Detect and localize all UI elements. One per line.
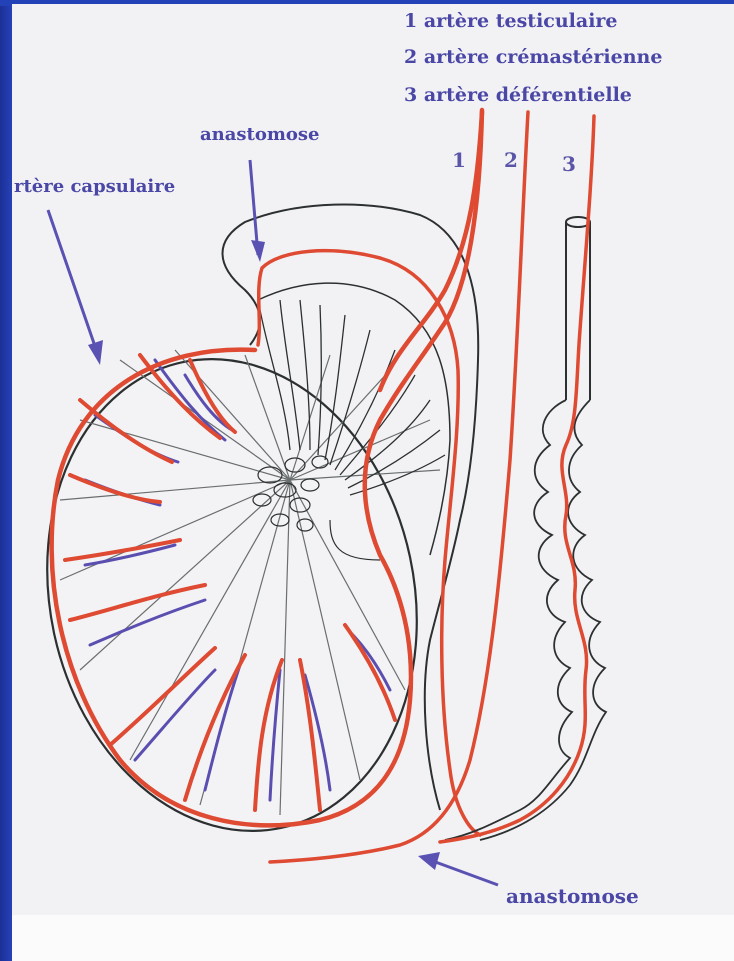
legend-item-3: 3 artère déférentielle [404,84,632,106]
arrowhead-artere-capsulaire [88,340,103,365]
arrow-anastomose-bottom [430,860,498,885]
vessel-number-2: 2 [504,148,518,172]
legend-item-2: 2 artère crémastérienne [404,46,662,68]
arrowhead-anastomose-top [251,240,265,262]
legend-item-1: 1 artère testiculaire [404,10,618,32]
label-artere-capsulaire: rtère capsulaire [14,176,175,197]
label-anastomose-top: anastomose [200,124,320,145]
arrow-artere-capsulaire [48,210,98,355]
label-anastomose-bottom: anastomose [506,884,639,908]
vessel-number-1: 1 [452,148,466,172]
vessel-number-3: 3 [562,152,576,176]
arrowhead-anastomose-bottom [418,852,440,870]
testicular-artery [380,112,482,390]
